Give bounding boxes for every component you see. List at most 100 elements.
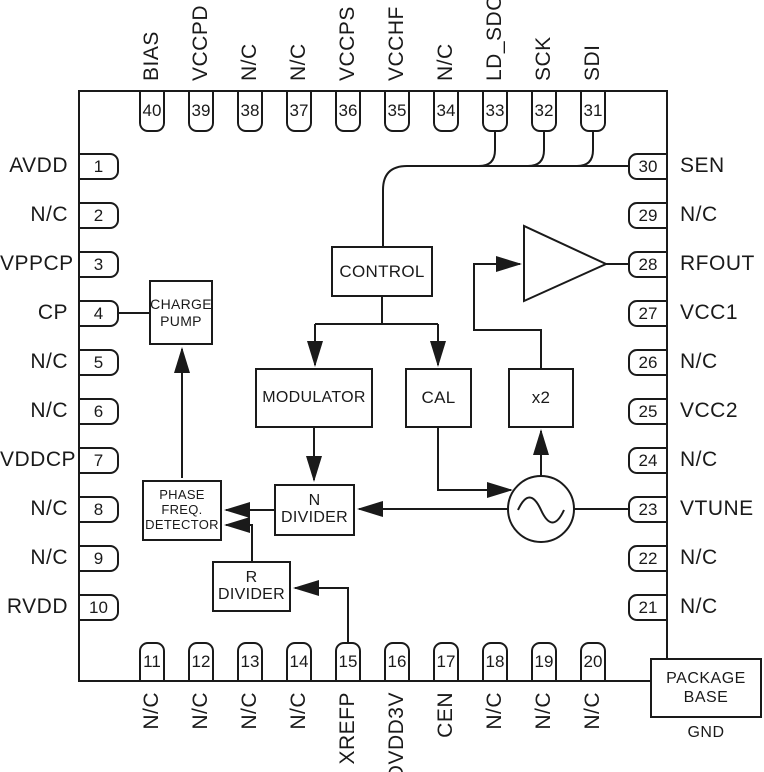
doubler-block-label: x2 — [531, 388, 551, 408]
pin-number: 28 — [638, 254, 658, 274]
pin-11: 11 — [139, 642, 165, 682]
pin-7: 7 — [78, 447, 119, 474]
pin-label-9: N/C — [30, 546, 68, 569]
pin-label-1: AVDD — [9, 154, 68, 177]
pin-number: 38 — [240, 101, 260, 120]
pin-number: 26 — [638, 352, 658, 372]
pin-16: 16 — [384, 642, 410, 682]
modulator-block-label: MODULATOR — [262, 388, 366, 406]
pin-label-10: RVDD — [6, 595, 68, 618]
pin-12: 12 — [188, 642, 214, 682]
pin-14: 14 — [286, 642, 312, 682]
pin-label-13: N/C — [238, 692, 261, 730]
pin-40: 40 — [139, 90, 165, 132]
pin-9: 9 — [78, 545, 119, 572]
arrow-rdivider-pfd — [224, 517, 253, 561]
pin-27: 27 — [628, 300, 668, 327]
control-block: CONTROL — [331, 246, 433, 297]
pin-number: 4 — [93, 303, 104, 323]
pin-label-31: SDI — [581, 44, 604, 81]
pin-number: 3 — [93, 254, 104, 274]
pin-label-24: N/C — [680, 448, 718, 471]
pin-26: 26 — [628, 349, 668, 376]
pin-22: 22 — [628, 545, 668, 572]
charge-pump-label-line1: CHARGE — [150, 296, 212, 313]
cal-block-label: CAL — [421, 388, 456, 408]
pin-25: 25 — [628, 398, 668, 425]
pin-number: 31 — [583, 101, 603, 120]
pin-2: 2 — [78, 202, 119, 229]
pin-number: 12 — [191, 652, 211, 671]
pin-number: 2 — [93, 205, 104, 225]
pin-number: 27 — [638, 303, 658, 323]
pin-number: 22 — [638, 548, 658, 568]
serial-bus-line — [382, 132, 629, 246]
pin-label-17: CEN — [434, 692, 457, 738]
charge-pump-block: CHARGE PUMP — [149, 280, 213, 345]
pin-5: 5 — [78, 349, 119, 376]
pin-label-18: N/C — [483, 692, 506, 730]
sine-wave-icon — [517, 496, 565, 524]
pin-label-6: N/C — [30, 399, 68, 422]
pin-number: 15 — [338, 652, 358, 671]
cal-block: CAL — [405, 368, 472, 428]
pin-label-20: N/C — [581, 692, 604, 730]
pin-39: 39 — [188, 90, 214, 132]
pfd-label-line2: FREQ. — [161, 502, 203, 518]
pin-label-30: SEN — [680, 154, 725, 177]
pin-label-19: N/C — [532, 692, 555, 730]
pin-18: 18 — [482, 642, 508, 682]
arrow-xrefp-rdivider — [293, 580, 349, 642]
pin-label-21: N/C — [680, 595, 718, 618]
pin-35: 35 — [384, 90, 410, 132]
control-block-label: CONTROL — [339, 261, 425, 281]
package-base-box: PACKAGE BASE — [650, 658, 762, 718]
pin-number: 1 — [93, 156, 104, 176]
pin-28: 28 — [628, 251, 668, 278]
pin-label-27: VCC1 — [680, 301, 739, 324]
pin-number: 13 — [240, 652, 260, 671]
pin-label-23: VTUNE — [680, 497, 754, 520]
pin-number: 40 — [142, 101, 162, 120]
modulator-block: MODULATOR — [255, 368, 373, 428]
pin-number: 37 — [289, 101, 309, 120]
pin-19: 19 — [531, 642, 557, 682]
pin-label-2: N/C — [30, 203, 68, 226]
pin-label-29: N/C — [680, 203, 718, 226]
pin-36: 36 — [335, 90, 361, 132]
pin-4: 4 — [78, 300, 119, 327]
n-divider-label-line2: DIVIDER — [281, 509, 348, 526]
pin-15: 15 — [335, 642, 361, 682]
pin-30: 30 — [628, 153, 668, 180]
pin-number: 6 — [93, 401, 104, 421]
pin-8: 8 — [78, 496, 119, 523]
pin-label-34: N/C — [434, 43, 457, 81]
control-branch-line — [315, 297, 438, 325]
pin-label-16: DVDD3V — [385, 692, 408, 772]
pin-1: 1 — [78, 153, 119, 180]
pin-label-33: LD_SDO — [483, 0, 506, 81]
pin-label-35: VCCHF — [385, 6, 408, 81]
pin-number: 35 — [387, 101, 407, 120]
pin-label-12: N/C — [189, 692, 212, 730]
rf-amplifier-icon — [523, 224, 609, 303]
n-divider-label-line1: N — [308, 492, 321, 510]
pin-label-32: SCK — [532, 36, 555, 81]
package-outline — [78, 90, 668, 682]
r-divider-block: R DIVIDER — [212, 561, 291, 612]
pin-number: 32 — [534, 101, 554, 120]
pin-number: 34 — [436, 101, 456, 120]
r-divider-label-line1: R — [245, 568, 258, 586]
pin-number: 33 — [485, 101, 505, 120]
charge-pump-label-line2: PUMP — [160, 312, 202, 329]
pin-number: 14 — [289, 652, 309, 671]
pin-number: 10 — [89, 597, 108, 617]
pin-number: 16 — [387, 652, 407, 671]
package-base-label-line2: BASE — [683, 689, 729, 706]
pin-10: 10 — [78, 594, 119, 621]
pin-number: 7 — [93, 450, 104, 470]
pin-number: 8 — [93, 499, 104, 519]
pin-label-39: VCCPD — [189, 4, 212, 81]
phase-freq-detector-block: PHASE FREQ. DETECTOR — [142, 480, 222, 541]
